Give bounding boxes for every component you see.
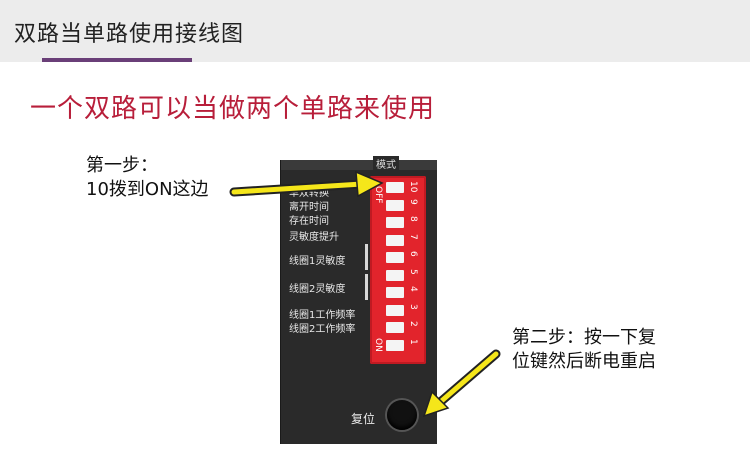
dip-off-label: OFF bbox=[373, 186, 383, 204]
step1-line1: 第一步： bbox=[86, 155, 158, 176]
label-sensitivity-boost: 灵敏度提升 bbox=[289, 232, 339, 243]
dip-switch-2[interactable] bbox=[386, 322, 404, 333]
dip-switch-number: 6 bbox=[408, 251, 418, 257]
dip-switch-number: 10 bbox=[408, 181, 418, 193]
header-accent-line bbox=[42, 58, 192, 62]
step2-line1: 第二步：按一下复 bbox=[512, 327, 656, 348]
bracket-coil2 bbox=[365, 274, 368, 300]
step1-line2: 10拨到ON这边 bbox=[86, 179, 209, 200]
dip-switch-10[interactable] bbox=[386, 182, 404, 193]
reset-label: 复位 bbox=[351, 412, 376, 426]
header-title: 双路当单路使用接线图 bbox=[14, 22, 245, 47]
label-leave-time: 离开时间 bbox=[289, 202, 329, 213]
dip-switch-number: 7 bbox=[408, 233, 418, 240]
dip-switch-1[interactable] bbox=[386, 339, 404, 351]
dip-switch-3[interactable] bbox=[386, 304, 404, 316]
label-single-dual: 单双转换 bbox=[289, 188, 329, 199]
arrow-step2 bbox=[422, 349, 501, 418]
label-presence-time: 存在时间 bbox=[289, 216, 329, 227]
arrow-step1 bbox=[229, 170, 384, 198]
dip-switch-6[interactable] bbox=[386, 252, 404, 263]
dip-switch-number: 4 bbox=[408, 286, 418, 292]
reset-button[interactable] bbox=[387, 400, 417, 430]
label-coil1-frequency: 线圈1工作频率 bbox=[289, 310, 356, 321]
dip-switch-7[interactable] bbox=[386, 234, 404, 246]
dip-switch-4[interactable] bbox=[386, 287, 404, 298]
dip-switch-number: 1 bbox=[408, 338, 418, 345]
dip-switch-9[interactable] bbox=[386, 199, 404, 211]
step2-line2: 位键然后断电重启 bbox=[512, 351, 656, 372]
device-top-edge bbox=[281, 160, 437, 170]
step1-annotation: 第一步： 10拨到ON这边 bbox=[86, 154, 209, 202]
dip-switch-number: 5 bbox=[408, 268, 418, 275]
headline: 一个双路可以当做两个单路来使用 bbox=[30, 94, 436, 124]
dip-switch-8[interactable] bbox=[386, 217, 404, 228]
label-coil2-sensitivity: 线圈2灵敏度 bbox=[289, 284, 346, 295]
dip-switch-number: 9 bbox=[408, 198, 418, 205]
bracket-coil1 bbox=[365, 244, 368, 270]
step2-annotation: 第二步：按一下复 位键然后断电重启 bbox=[512, 326, 656, 374]
dip-switch-number: 8 bbox=[408, 216, 418, 222]
dip-switch-block: OFF ON 10 9 8 7 6 5 4 3 2 1 bbox=[370, 176, 426, 364]
mode-label: 模式 bbox=[373, 156, 399, 171]
dip-on-label: ON bbox=[373, 338, 383, 352]
dip-switch-5[interactable] bbox=[386, 269, 404, 281]
header-bar: 双路当单路使用接线图 bbox=[0, 0, 750, 62]
dip-switch-number: 2 bbox=[408, 321, 418, 327]
label-coil1-sensitivity: 线圈1灵敏度 bbox=[289, 256, 346, 267]
controller-device: 模式 单双转换 离开时间 存在时间 灵敏度提升 线圈1灵敏度 线圈2灵敏度 线圈… bbox=[280, 156, 437, 444]
dip-switch-number: 3 bbox=[408, 303, 418, 310]
label-coil2-frequency: 线圈2工作频率 bbox=[289, 324, 356, 335]
